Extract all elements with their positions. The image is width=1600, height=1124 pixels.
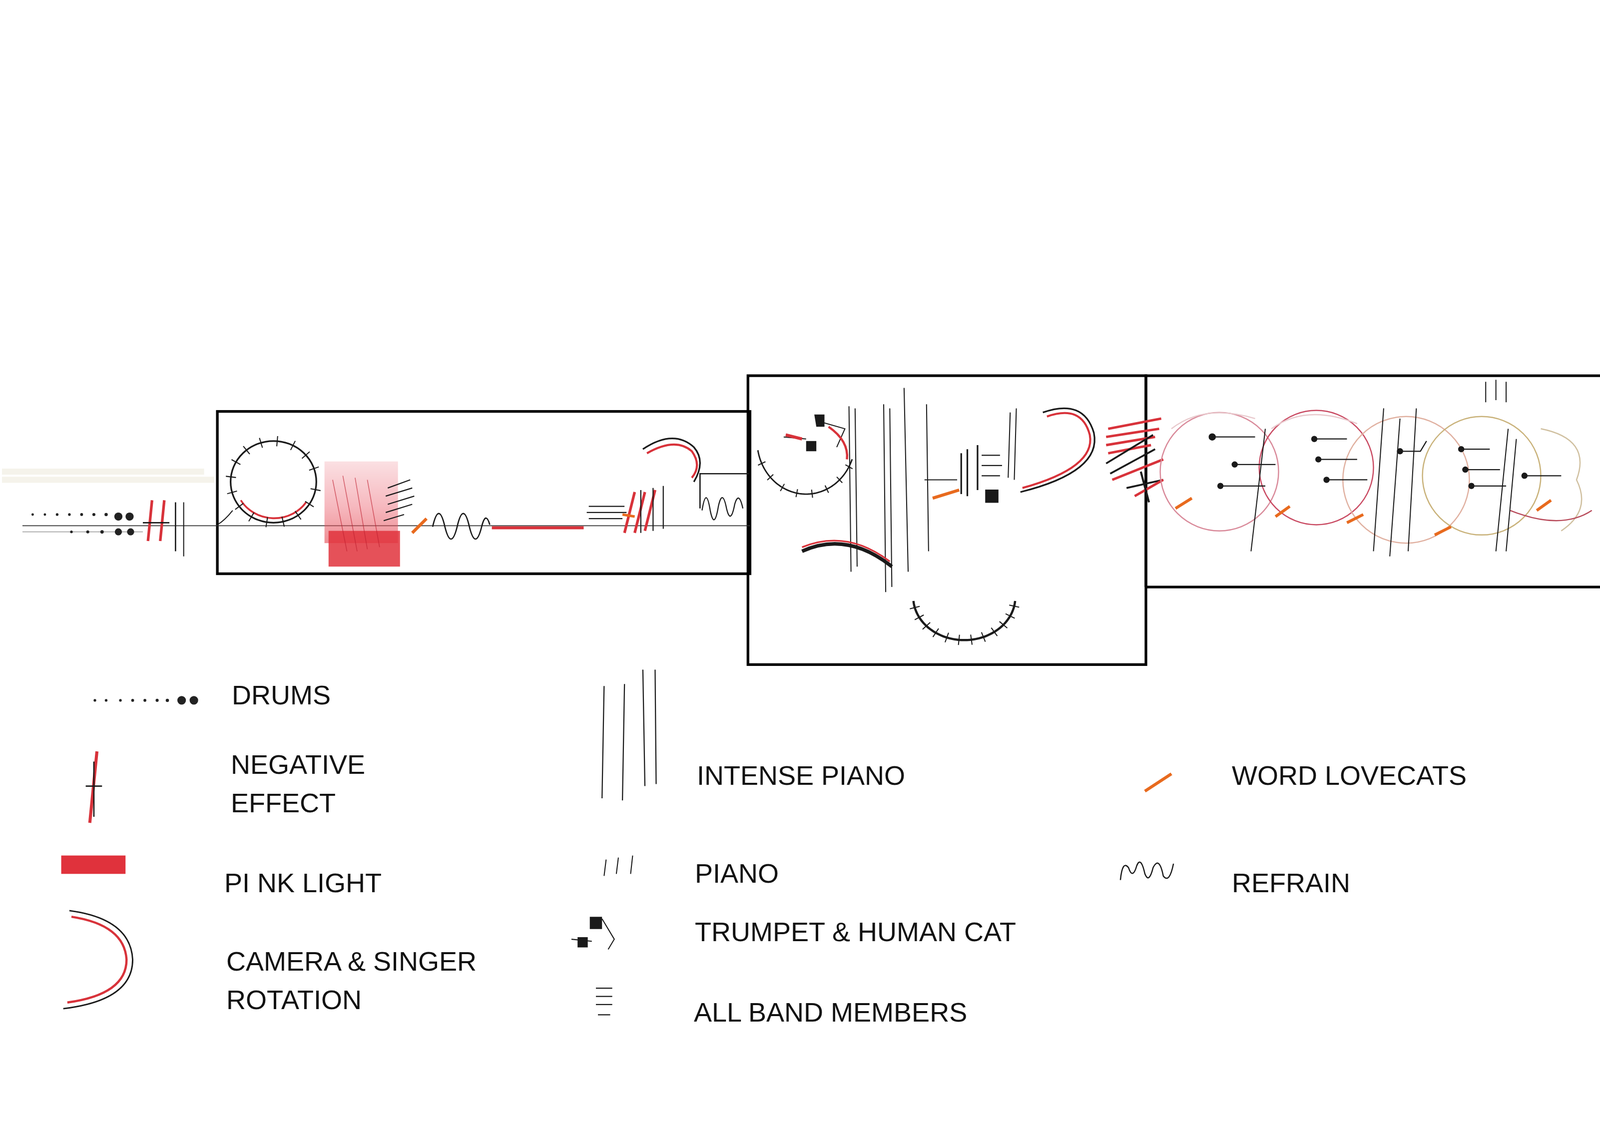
band-members-mark (383, 479, 627, 521)
camera-arc (802, 540, 893, 567)
intense-piano-mark (1250, 379, 1517, 557)
tick-mark (767, 474, 774, 481)
tick-mark (259, 438, 263, 449)
tick-mark (301, 451, 310, 459)
tick-mark (757, 461, 766, 466)
tick-mark (235, 503, 244, 510)
drums-mark (31, 512, 135, 536)
camera-loop (217, 436, 321, 528)
legend-label: PIANO (694, 854, 779, 893)
tick-mark (811, 489, 813, 498)
legend-label: DRUMS (231, 675, 331, 715)
camera-arc (909, 600, 1020, 645)
tick-mark (991, 627, 998, 637)
legend-label: REFRAIN (1231, 863, 1351, 903)
legend-label: TRUMPET & HUMAN CAT (694, 912, 1017, 952)
tick-mark (265, 517, 268, 528)
tick-mark (780, 484, 785, 492)
intense-piano-mark (849, 388, 1017, 593)
negative-effect-mark (622, 486, 664, 534)
arc-line (913, 600, 1016, 640)
tick-mark (981, 632, 986, 642)
legend-label: PI NK LIGHT (224, 863, 382, 903)
tick-mark (231, 459, 241, 465)
arc-line (230, 441, 317, 523)
tick-mark (290, 441, 296, 451)
legend-label: NEGATIVE EFFECT (230, 745, 441, 822)
tick-mark (227, 491, 238, 494)
tick-mark (970, 634, 973, 645)
camera-arc (642, 438, 700, 483)
legend-swatch (61, 855, 126, 875)
tick-mark (914, 614, 924, 620)
legend-label: CAMERA & SINGER ROTATION (226, 942, 527, 1019)
pink-light (324, 461, 401, 567)
red-line (492, 526, 584, 530)
tick-mark (309, 467, 319, 471)
legend-label: WORD LOVECATS (1231, 756, 1467, 795)
camera-arc (757, 426, 853, 498)
tick-mark (945, 632, 949, 643)
tick-mark (909, 606, 920, 609)
tick-mark (958, 634, 960, 645)
tick-mark (999, 621, 1008, 628)
refrain-mark (432, 513, 490, 539)
lovecats-mark (412, 518, 427, 534)
band-members-mark (924, 445, 1003, 503)
section-box (747, 375, 1146, 665)
tick-mark (295, 511, 302, 520)
negative-effect-mark (142, 500, 184, 556)
arc-line (757, 450, 853, 495)
tick-mark (276, 436, 278, 447)
tick-mark (795, 489, 798, 498)
tick-mark (305, 501, 314, 508)
tick-mark (845, 464, 853, 469)
tick-mark (1009, 604, 1020, 607)
tick-mark (225, 476, 236, 478)
legend-label: ALL BAND MEMBERS (693, 993, 968, 1032)
overlapping-loops (1160, 410, 1593, 544)
tick-mark (248, 512, 255, 522)
tick-mark (825, 485, 829, 494)
tick-mark (922, 622, 931, 630)
tick-mark (243, 446, 250, 455)
tick-mark (1005, 613, 1015, 619)
refrain-box (699, 473, 749, 520)
section-box (1145, 375, 1600, 587)
tick-mark (310, 488, 321, 491)
camera-arc (1020, 408, 1095, 493)
tick-mark (933, 628, 939, 637)
lovecats-mark (1175, 498, 1552, 535)
tick-mark (836, 477, 843, 484)
section-box (217, 411, 750, 574)
legend-label: INTENSE PIANO (696, 756, 906, 795)
tick-mark (281, 516, 285, 527)
negative-effect-mark (1105, 418, 1163, 503)
lovecats-mark (932, 490, 960, 499)
